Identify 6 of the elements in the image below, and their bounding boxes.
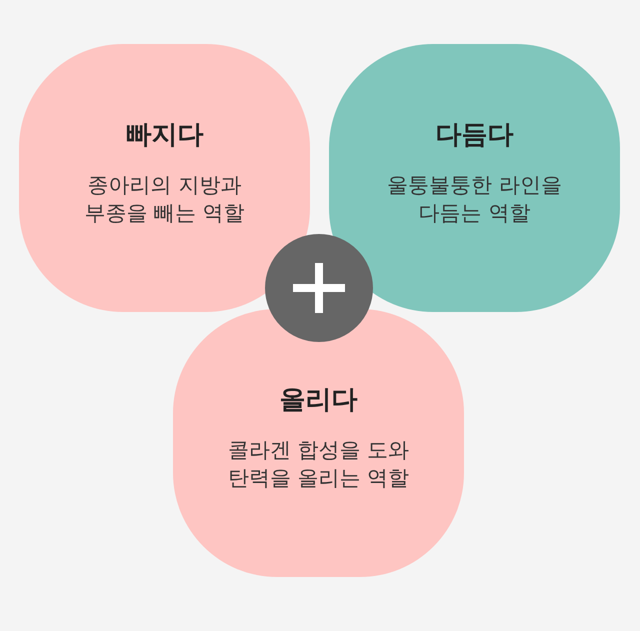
card-title: 다듬다 <box>436 120 514 150</box>
card-text: 콜라겐 합성을 도와 탄력을 올리는 역할 <box>228 438 410 490</box>
card-title: 올리다 <box>280 385 358 415</box>
card-title: 빠지다 <box>126 120 204 150</box>
card-text: 종아리의 지방과 부종을 빼는 역할 <box>84 173 245 225</box>
card-text: 울퉁불퉁한 라인을 다듬는 역할 <box>387 173 562 225</box>
